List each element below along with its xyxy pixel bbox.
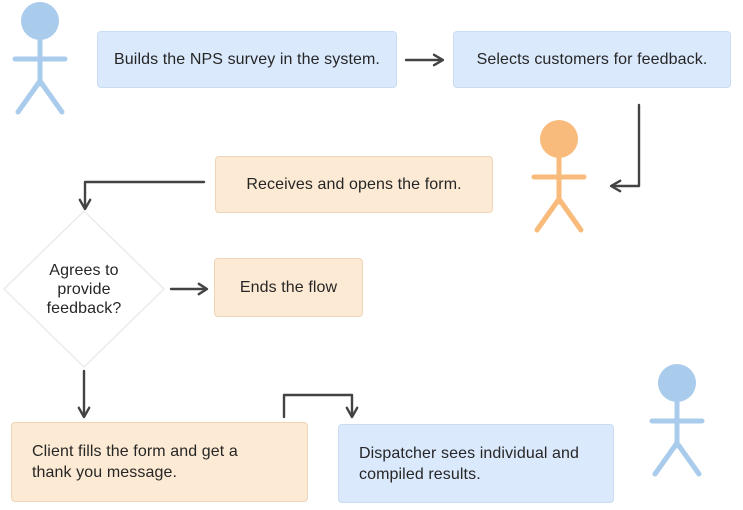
node-ends-flow: Ends the flow	[214, 258, 363, 317]
node-client-fills-form: Client fills the form and get a thank yo…	[11, 422, 308, 502]
person-icon-dispatcher-top	[12, 2, 68, 115]
arrow-select-to-client	[609, 103, 641, 193]
arrow-receive-to-decision	[78, 180, 206, 211]
person-icon-client	[531, 120, 587, 233]
arrow-decision-to-fill	[77, 369, 91, 419]
node-builds-survey: Builds the NPS survey in the system.	[97, 31, 397, 88]
node-selects-customers: Selects customers for feedback.	[453, 31, 731, 88]
decision-diamond	[3, 210, 165, 368]
node-receives-form: Receives and opens the form.	[215, 156, 493, 213]
arrow-build-to-select	[404, 53, 445, 67]
arrow-fill-to-dispatcher	[282, 393, 359, 419]
decision-label: Agrees to provide feedback?	[46, 261, 122, 317]
person-icon-dispatcher-bottom	[649, 364, 705, 477]
arrow-decision-to-end	[169, 282, 209, 296]
node-dispatcher-results: Dispatcher sees individual and compiled …	[338, 424, 614, 503]
